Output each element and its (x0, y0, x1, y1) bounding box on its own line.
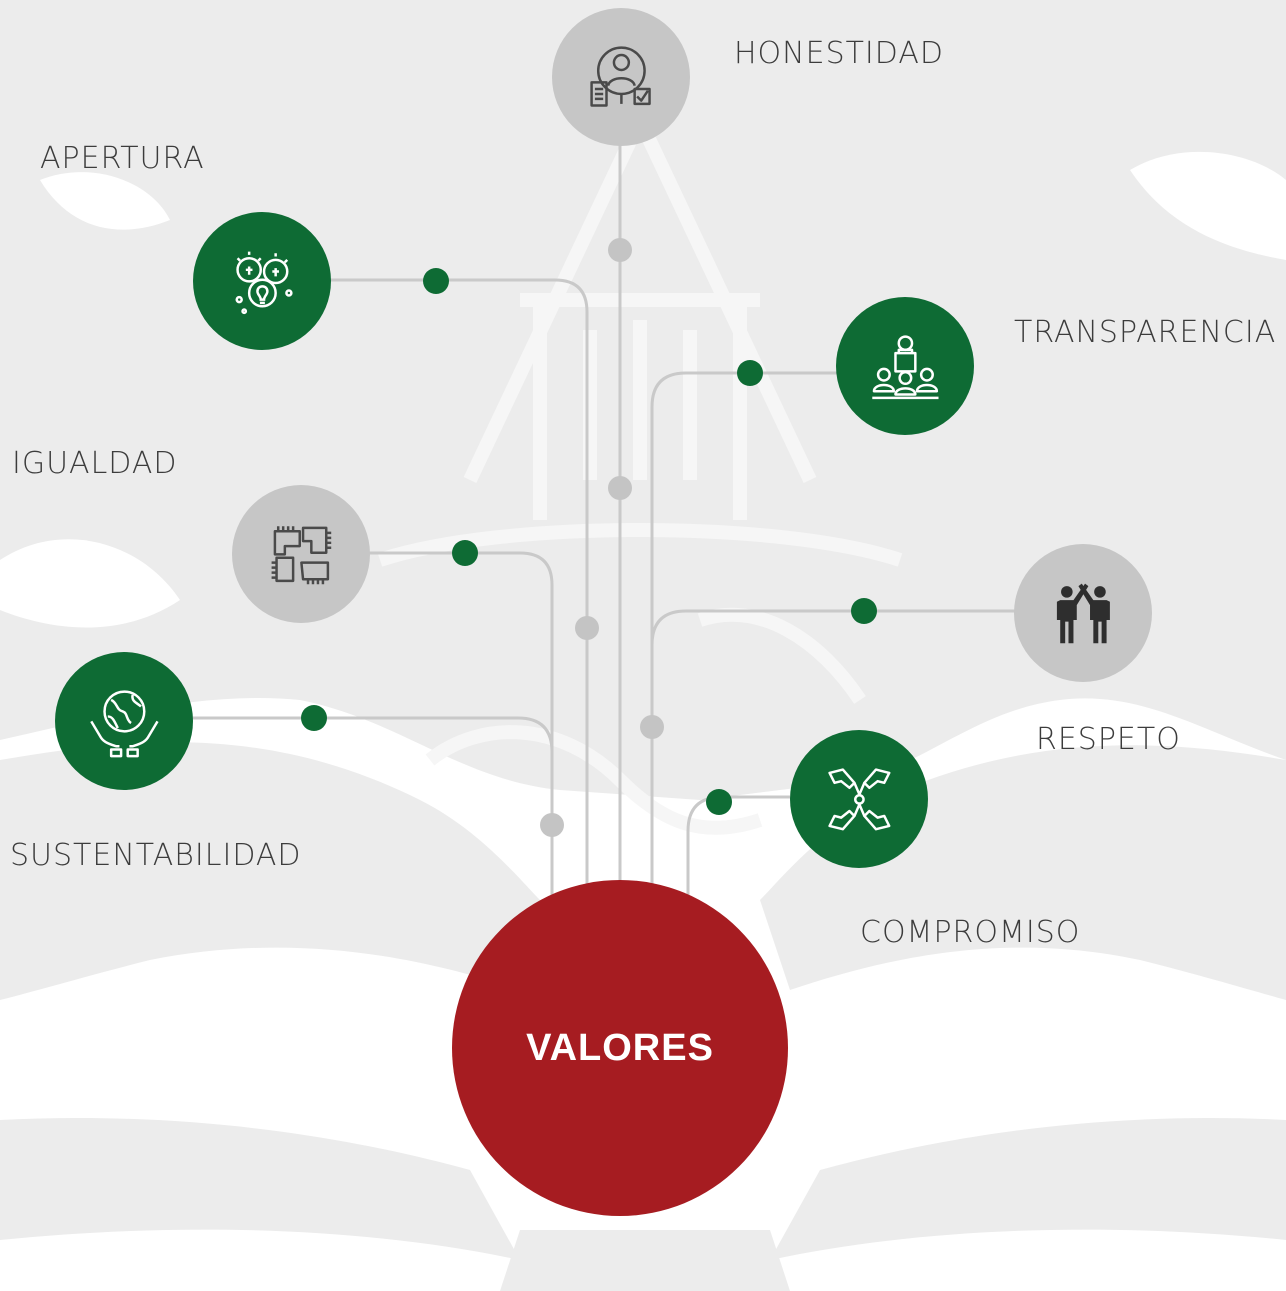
valores-hub: VALORES (452, 880, 788, 1216)
green-dot (737, 360, 763, 386)
gray-dot (640, 715, 664, 739)
green-dot (423, 268, 449, 294)
label-apertura: APERTURA (40, 141, 205, 176)
connector-compromiso (686, 795, 790, 900)
gray-dot (540, 813, 564, 837)
label-respeto: RESPETO (1036, 722, 1181, 757)
connector-sustentabilidad (190, 716, 554, 900)
connector-transparencia (650, 371, 838, 900)
high-five-icon (1056, 583, 1110, 643)
label-igualdad: IGUALDAD (12, 446, 178, 481)
joined-hands-icon (271, 525, 331, 584)
person-document-check-icon (589, 45, 651, 107)
label-sustentabilidad: SUSTENTABILIDAD (10, 838, 302, 873)
label-compromiso: COMPROMISO (860, 915, 1081, 950)
node-compromiso (790, 730, 928, 868)
speaker-audience-icon (871, 334, 939, 399)
gray-dot (608, 476, 632, 500)
gray-dot (608, 238, 632, 262)
node-sustentabilidad (55, 652, 193, 790)
node-igualdad (232, 485, 370, 623)
gray-dot (575, 616, 599, 640)
node-apertura (193, 212, 331, 350)
node-respeto (1014, 544, 1152, 682)
green-dot (706, 789, 732, 815)
connector-apertura (330, 278, 589, 900)
globe-in-hands-icon (89, 689, 159, 758)
node-honestidad (552, 8, 690, 146)
green-dot (851, 598, 877, 624)
green-dot (301, 705, 327, 731)
connector-respeto (650, 609, 1016, 900)
hub-title: VALORES (526, 1026, 714, 1069)
label-transparencia: TRANSPARENCIA (1014, 315, 1277, 350)
hands-together-icon (827, 767, 891, 831)
label-honestidad: HONESTIDAD (734, 36, 944, 71)
green-dot (452, 540, 478, 566)
lightbulb-ideas-icon (235, 251, 293, 314)
connector-igualdad (368, 551, 554, 900)
node-transparencia (836, 297, 974, 435)
